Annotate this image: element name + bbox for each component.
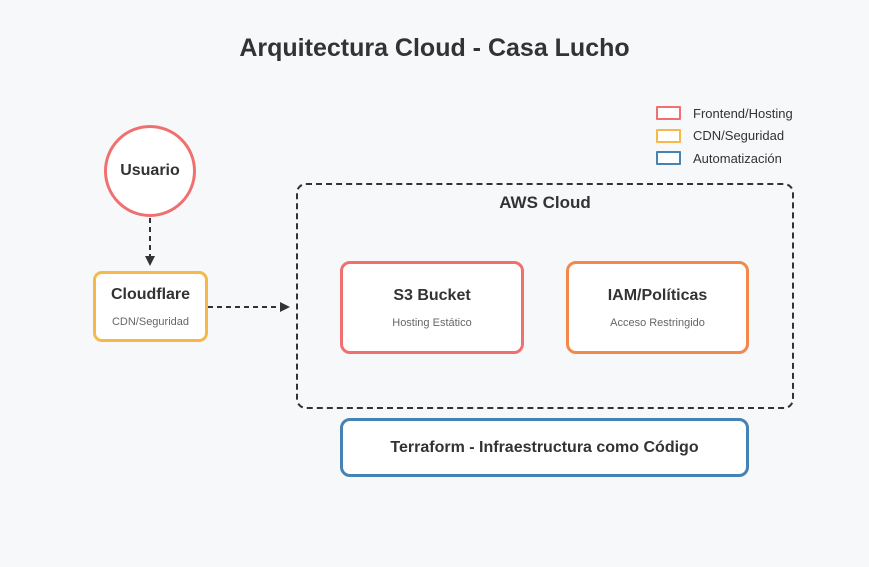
node-usuario-title: Usuario (120, 162, 180, 179)
legend-item-cdn: CDN/Seguridad (656, 125, 793, 148)
aws-cloud-label: AWS Cloud (499, 193, 591, 212)
node-s3-title: S3 Bucket (393, 286, 471, 304)
node-terraform-title: Terraform - Infraestructura como Código (390, 438, 699, 456)
node-iam-title: IAM/Políticas (607, 286, 708, 304)
node-s3-bucket: S3 Bucket Hosting Estático (340, 261, 524, 354)
node-usuario: Usuario (104, 125, 196, 217)
node-iam-policies: IAM/Políticas Acceso Restringido (566, 261, 749, 354)
legend-item-automation: Automatización (656, 147, 793, 170)
legend-label-frontend: Frontend/Hosting (693, 105, 793, 121)
legend-item-frontend: Frontend/Hosting (656, 102, 793, 125)
legend-label-cdn: CDN/Seguridad (693, 128, 785, 144)
legend-swatch-cdn (656, 128, 681, 143)
legend-swatch-automation (656, 151, 681, 166)
legend: Frontend/Hosting CDN/Seguridad Automatiz… (656, 102, 793, 170)
node-iam-subtitle: Acceso Restringido (610, 316, 705, 329)
aws-cloud-group: AWS Cloud (296, 183, 794, 409)
node-cloudflare: Cloudflare CDN/Seguridad (93, 271, 208, 342)
node-cloudflare-title: Cloudflare (110, 285, 191, 303)
node-cloudflare-subtitle: CDN/Seguridad (111, 315, 190, 328)
legend-swatch-frontend (656, 106, 681, 121)
legend-label-automation: Automatización (693, 150, 782, 166)
node-s3-subtitle: Hosting Estático (392, 316, 472, 329)
diagram-title: Arquitectura Cloud - Casa Lucho (239, 34, 630, 62)
node-terraform: Terraform - Infraestructura como Código (340, 418, 749, 477)
